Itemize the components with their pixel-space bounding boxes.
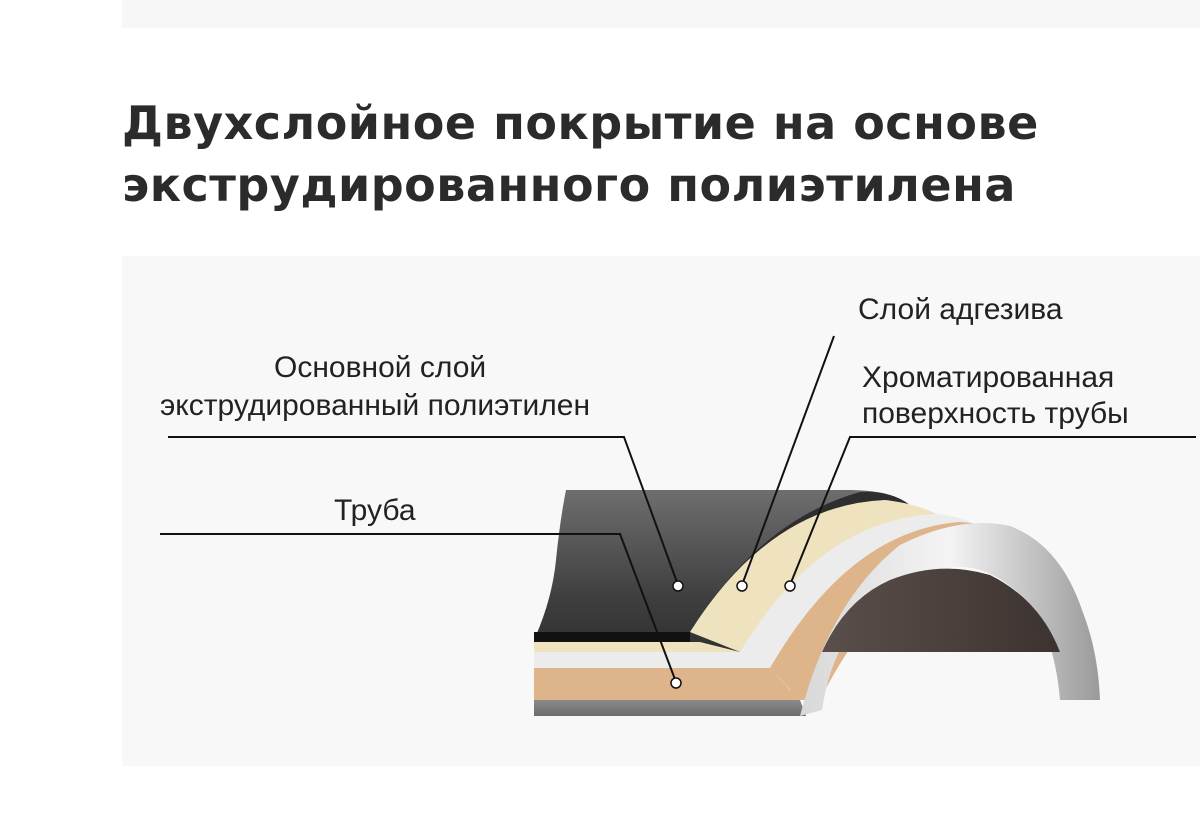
- leader-chromed: [789, 436, 1196, 586]
- top-strip: [122, 0, 1200, 28]
- leader-base-layer: [168, 436, 679, 586]
- page-title: Двухслойное покрытие на основе экструдир…: [122, 92, 1122, 216]
- label-base-line-2: экструдированный полиэтилен: [160, 389, 590, 422]
- label-pipe: Труба: [334, 494, 416, 527]
- dot-pipe: [670, 677, 682, 689]
- dot-base-layer: [672, 580, 684, 592]
- label-adhesive: Слой адгезива: [858, 293, 1063, 326]
- layer-pipe-wall-strip: [534, 668, 800, 700]
- label-chromed-line-1: Хроматированная: [862, 361, 1114, 394]
- pipe-rim: [800, 523, 1100, 716]
- dot-chromed: [784, 580, 796, 592]
- title-line-2: экструдированного полиэтилена: [122, 158, 1016, 212]
- label-base-line-1: Основной слой: [274, 351, 486, 384]
- label-chromed-line-2: поверхность трубы: [862, 397, 1129, 430]
- dot-adhesive: [736, 580, 748, 592]
- leader-adhesive: [741, 335, 835, 586]
- pipe-inside: [822, 568, 1060, 652]
- leader-dots: [670, 580, 796, 689]
- layer-dark-edge: [534, 632, 690, 642]
- leader-pipe: [160, 533, 677, 683]
- layer-chromed-strip: [534, 652, 770, 668]
- layer-adhesive-strip: [534, 642, 740, 652]
- title-line-1: Двухслойное покрытие на основе: [122, 96, 1039, 150]
- curved-layers: [690, 491, 1100, 716]
- leader-lines: [160, 335, 1196, 683]
- layer-base: [534, 700, 806, 716]
